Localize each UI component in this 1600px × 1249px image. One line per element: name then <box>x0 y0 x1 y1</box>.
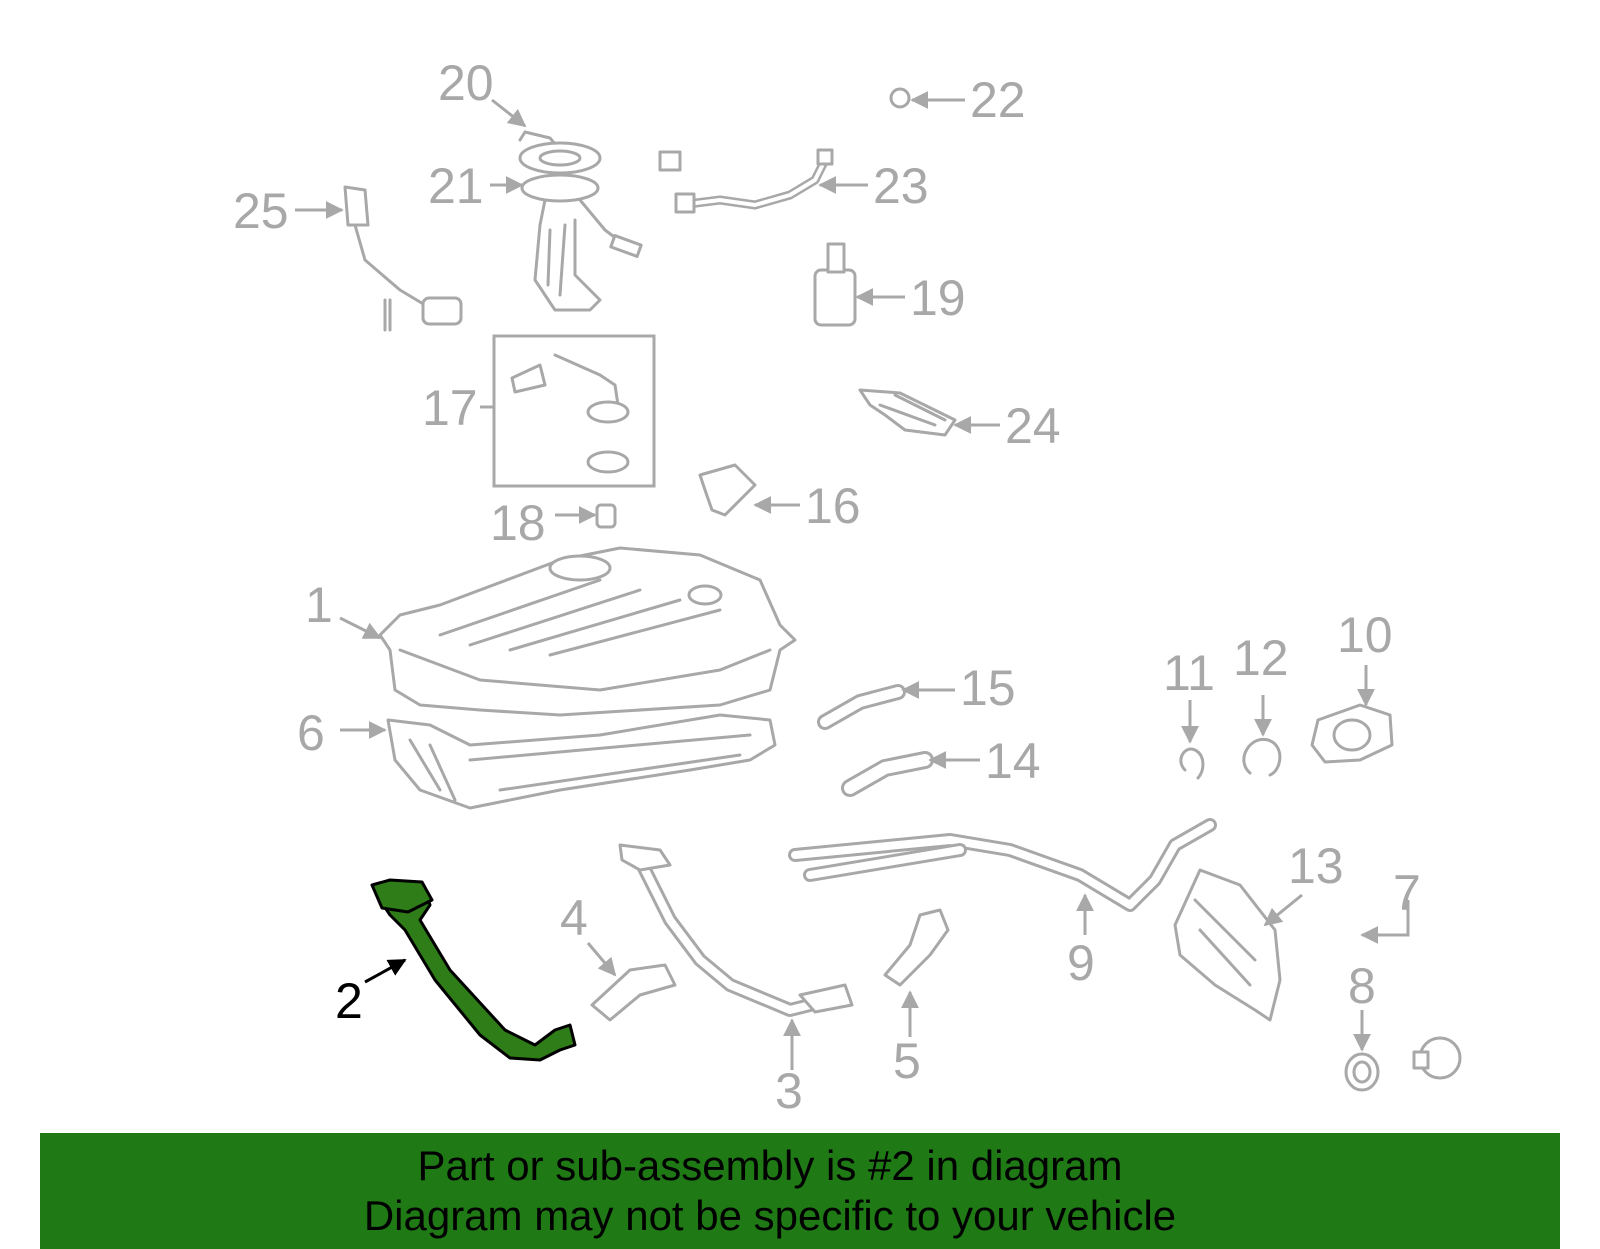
part-25-sender-gauge <box>343 185 463 332</box>
callout-8: 8 <box>1348 958 1376 1014</box>
part-3-filler-pipe <box>618 843 854 1017</box>
part-2-tank-strap <box>370 878 577 1062</box>
callout-11: 11 <box>1163 645 1215 701</box>
callout-24: 24 <box>1005 398 1061 454</box>
part-12-clamp <box>1242 737 1282 777</box>
callout-21: 21 <box>428 158 484 214</box>
part-10-housing <box>1310 703 1394 764</box>
leader-lines <box>295 91 1410 1070</box>
callout-20: 20 <box>438 55 494 111</box>
part-17-kit <box>492 334 656 488</box>
callout-6: 6 <box>297 705 325 761</box>
callout-13: 13 <box>1288 838 1344 894</box>
callout-23: 23 <box>873 158 929 214</box>
banner-line-1: Part or sub-assembly is #2 in diagram <box>417 1142 1123 1189</box>
callout-7: 7 <box>1393 865 1421 921</box>
part-1-fuel-tank <box>378 546 797 717</box>
part-6-tank-protector <box>386 713 777 810</box>
part-11-clamp <box>1179 747 1205 780</box>
callout-5: 5 <box>893 1033 921 1089</box>
callout-4: 4 <box>560 890 588 946</box>
part-20-gasket <box>518 130 602 175</box>
part-21-pump-bracket <box>520 173 643 312</box>
callout-17: 17 <box>422 380 478 436</box>
part-23-fuel-line <box>674 148 834 214</box>
part-24-protector <box>858 388 957 437</box>
callout-10: 10 <box>1337 607 1393 663</box>
info-banner: Part or sub-assembly is #2 in diagram Di… <box>40 1133 1560 1249</box>
callout-22: 22 <box>970 72 1026 128</box>
part-18-valve <box>595 503 617 529</box>
callout-9: 9 <box>1067 935 1095 991</box>
callout-19: 19 <box>910 270 966 326</box>
part-4-bracket <box>590 963 677 1022</box>
part-13-filler-housing <box>1173 868 1282 1022</box>
callout-18: 18 <box>490 495 546 551</box>
callout-3: 3 <box>775 1063 803 1119</box>
part-14-hose <box>841 751 934 797</box>
part-8-cap <box>1344 1052 1380 1092</box>
part-19-fuel-pump <box>813 242 857 327</box>
callout-1: 1 <box>305 577 333 633</box>
callout-15: 15 <box>960 660 1016 716</box>
part-16-vent-valve <box>698 463 757 517</box>
callout-16: 16 <box>805 478 861 534</box>
callout-25: 25 <box>233 183 289 239</box>
part-15-hose <box>817 684 906 730</box>
part-9-vent-tube <box>788 818 1217 912</box>
part-5-bracket <box>883 908 950 987</box>
banner-line-2: Diagram may not be specific to your vehi… <box>363 1192 1177 1239</box>
part-7-cap <box>1412 1036 1462 1080</box>
part-22-fuel-line <box>658 83 911 172</box>
callout-12: 12 <box>1233 630 1289 686</box>
callout-2: 2 <box>335 973 363 1029</box>
callout-14: 14 <box>985 733 1041 789</box>
